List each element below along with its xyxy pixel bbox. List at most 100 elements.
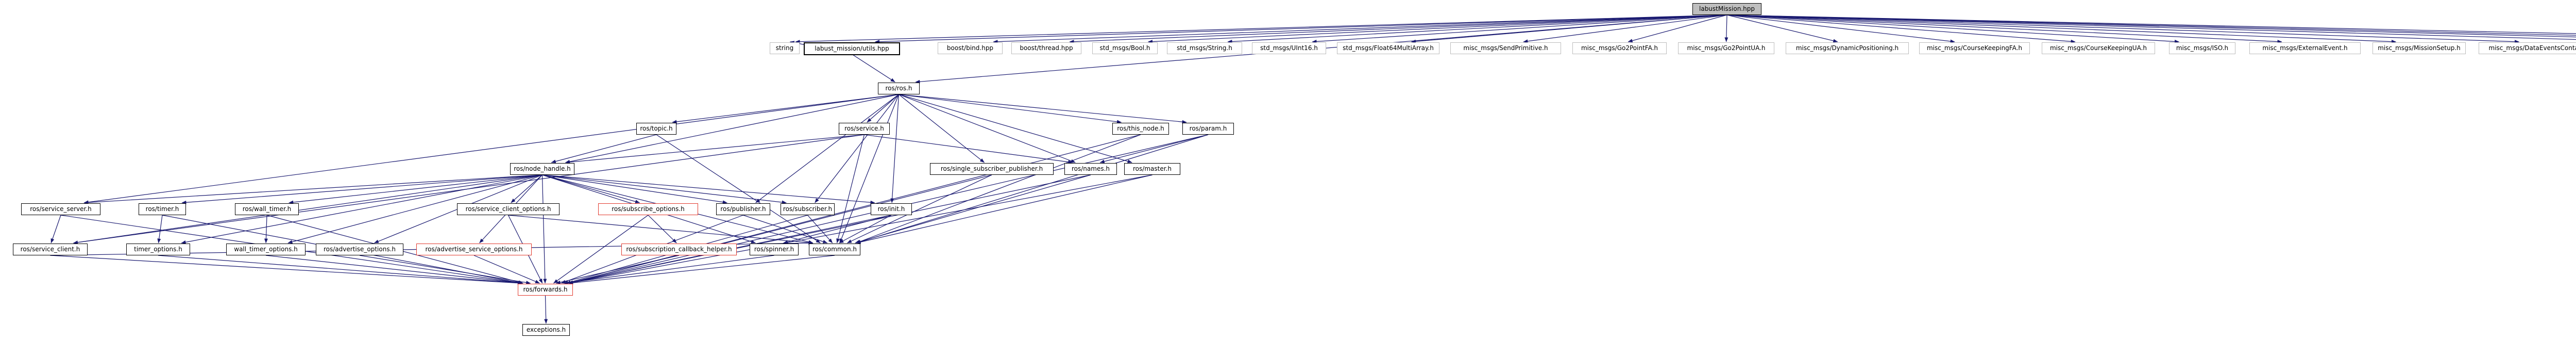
- include-edge-rosros-to-nodehandle: [565, 94, 899, 164]
- include-edge-scoptions-to-common: [508, 215, 814, 245]
- graph-node-thread: boost/thread.hpp: [1011, 42, 1081, 54]
- include-edge-root-to-go2ua: [1724, 14, 1728, 42]
- include-edge-rosros-to-thisnode: [899, 94, 1122, 124]
- graph-node-master[interactable]: ros/master.h: [1124, 163, 1180, 175]
- graph-node-serviceserver[interactable]: ros/service_server.h: [21, 203, 100, 215]
- include-edge-init-to-common: [839, 215, 892, 244]
- include-edge-timeroptions-to-forwards: [158, 255, 522, 285]
- graph-node-advoptions[interactable]: ros/advertise_options.h: [316, 244, 403, 255]
- include-edge-rosros-to-names: [899, 94, 1076, 163]
- include-edge-root-to-navsts: [1726, 14, 2576, 36]
- include-edge-root-to-sendprim: [1523, 14, 1727, 43]
- include-edge-nodehandle-to-subscriber: [542, 174, 787, 204]
- graph-node-ckfa: misc_msgs/CourseKeepingFA.h: [1919, 42, 2030, 54]
- include-edge-rosros-to-init: [890, 94, 900, 203]
- graph-node-topic[interactable]: ros/topic.h: [636, 123, 676, 135]
- graph-node-rosros[interactable]: ros/ros.h: [878, 83, 920, 94]
- include-edge-root-to-ckfa: [1726, 14, 1955, 43]
- include-edge-master-to-common: [856, 174, 1153, 244]
- include-edge-nodehandle-to-timer: [181, 174, 543, 204]
- graph-node-timer[interactable]: ros/timer.h: [139, 203, 186, 215]
- include-edge-nodehandle-to-init: [542, 174, 875, 204]
- edge-group: [50, 14, 2576, 324]
- include-edge-suboptions-to-forwards: [553, 215, 649, 284]
- include-edge-nodehandle-to-forwards: [541, 174, 547, 284]
- include-edge-rosros-to-master: [899, 94, 1132, 163]
- include-edge-thisnode-to-forwards: [568, 134, 1141, 284]
- include-edge-advservoptions-to-forwards: [473, 255, 540, 284]
- include-edge-advoptions-to-forwards: [359, 255, 531, 285]
- include-edge-suboptions-to-subcbhelper: [648, 215, 677, 244]
- graph-node-extev: misc_msgs/ExternalEvent.h: [2249, 42, 2361, 54]
- graph-node-missetup: misc_msgs/MissionSetup.h: [2372, 42, 2466, 54]
- graph-node-names[interactable]: ros/names.h: [1064, 163, 1117, 175]
- include-edge-nodehandle-to-publisher: [542, 174, 727, 204]
- graph-node-service[interactable]: ros/service.h: [839, 123, 890, 135]
- graph-node-spinner[interactable]: ros/spinner.h: [750, 244, 799, 255]
- include-edge-root-to-extev: [1726, 14, 2282, 44]
- include-edge-rosros-to-publisher: [755, 94, 899, 203]
- graph-node-subscriber[interactable]: ros/subscriber.h: [781, 203, 835, 215]
- graph-node-walltimer[interactable]: ros/wall_timer.h: [235, 203, 299, 215]
- include-edge-init-to-spinner: [783, 215, 892, 244]
- graph-node-utils[interactable]: labust_mission/utils.hpp: [804, 42, 900, 55]
- include-edge-root-to-utils: [875, 14, 1727, 44]
- graph-node-scoptions[interactable]: ros/service_client_options.h: [457, 203, 560, 215]
- graph-node-ssp[interactable]: ros/single_subscriber_publisher.h: [930, 163, 1054, 175]
- include-edge-nodehandle-to-serviceclient: [73, 174, 543, 245]
- graph-node-advservoptions[interactable]: ros/advertise_service_options.h: [416, 244, 532, 255]
- graph-node-dataev: misc_msgs/DataEventsContainer.h: [2479, 42, 2576, 54]
- graph-node-subcbhelper[interactable]: ros/subscription_callback_helper.h: [621, 244, 737, 255]
- include-edge-rosros-to-param: [899, 94, 1187, 124]
- include-edge-rosros-to-service: [867, 94, 899, 123]
- graph-node-ckua: misc_msgs/CourseKeepingUA.h: [2042, 42, 2155, 54]
- include-edge-rosros-to-topic: [672, 94, 899, 124]
- include-edge-nodehandle-to-timeroptions: [181, 174, 543, 244]
- graph-node-nodehandle[interactable]: ros/node_handle.h: [510, 163, 574, 175]
- graph-node-exceptions[interactable]: exceptions.h: [522, 324, 570, 336]
- include-edge-root-to-declatlon: [1726, 14, 2576, 34]
- graph-node-stringmsg: std_msgs/String.h: [1167, 42, 1242, 54]
- include-edge-root-to-stringmsg: [1227, 14, 1727, 44]
- include-edge-root-to-boolh: [1148, 14, 1727, 44]
- include-edge-serviceserver-to-serviceclient: [50, 215, 61, 244]
- graph-node-serviceclient[interactable]: ros/service_client.h: [13, 244, 88, 255]
- graph-node-suboptions[interactable]: ros/subscribe_options.h: [598, 203, 698, 215]
- include-edge-timer-to-timeroptions: [157, 215, 163, 244]
- include-edge-topic-to-common: [656, 134, 821, 244]
- include-edge-subcbhelper-to-forwards: [555, 255, 680, 284]
- include-edge-nodehandle-to-scoptions: [511, 174, 543, 203]
- include-edge-nodehandle-to-walltimeroptions: [287, 174, 543, 244]
- graph-node-uint16: std_msgs/UInt16.h: [1252, 42, 1326, 54]
- include-edge-root-to-string: [795, 14, 1727, 44]
- graph-node-param[interactable]: ros/param.h: [1182, 123, 1234, 135]
- include-edge-param-to-common: [856, 134, 1209, 244]
- include-edge-root-to-evalexpr: [1726, 14, 2576, 40]
- graph-node-forwards[interactable]: ros/forwards.h: [518, 284, 573, 296]
- include-edge-walltimeroptions-to-forwards: [265, 255, 523, 285]
- graph-node-root[interactable]: labustMission.hpp: [1692, 3, 1761, 15]
- include-edge-subscriber-to-common: [807, 215, 833, 244]
- include-edge-spinner-to-forwards: [563, 255, 774, 285]
- graph-node-thisnode[interactable]: ros/this_node.h: [1112, 123, 1169, 135]
- include-edge-nodehandle-to-serviceserver: [83, 174, 543, 204]
- include-edge-thisnode-to-common: [856, 134, 1141, 244]
- graph-node-walltimeroptions[interactable]: wall_timer_options.h: [226, 244, 306, 255]
- graph-node-publisher[interactable]: ros/publisher.h: [716, 203, 770, 215]
- graph-node-bind: boost/bind.hpp: [938, 42, 1003, 54]
- graph-node-float64: std_msgs/Float64MultiArray.h: [1337, 42, 1439, 54]
- graph-node-common[interactable]: ros/common.h: [809, 244, 860, 255]
- include-edge-root-to-missetup: [1726, 14, 2396, 44]
- include-edge-root-to-dynpos: [1726, 14, 1838, 43]
- include-edge-common-to-forwards: [568, 255, 835, 285]
- graph-node-init[interactable]: ros/init.h: [871, 203, 912, 215]
- include-edge-root-to-thread: [1069, 14, 1727, 44]
- graph-node-go2fa: misc_msgs/Go2PointFA.h: [1572, 42, 1667, 54]
- include-edge-walltimer-to-walltimeroptions: [264, 215, 268, 244]
- include-edge-rosros-to-serviceserver: [83, 94, 899, 204]
- graph-node-timeroptions[interactable]: timer_options.h: [126, 244, 190, 255]
- include-edge-root-to-dataev: [1726, 14, 2519, 44]
- include-edge-service-to-names: [864, 134, 1073, 164]
- graph-node-go2ua: misc_msgs/Go2PointUA.h: [1678, 42, 1774, 54]
- include-edge-service-to-nodehandle: [565, 134, 865, 164]
